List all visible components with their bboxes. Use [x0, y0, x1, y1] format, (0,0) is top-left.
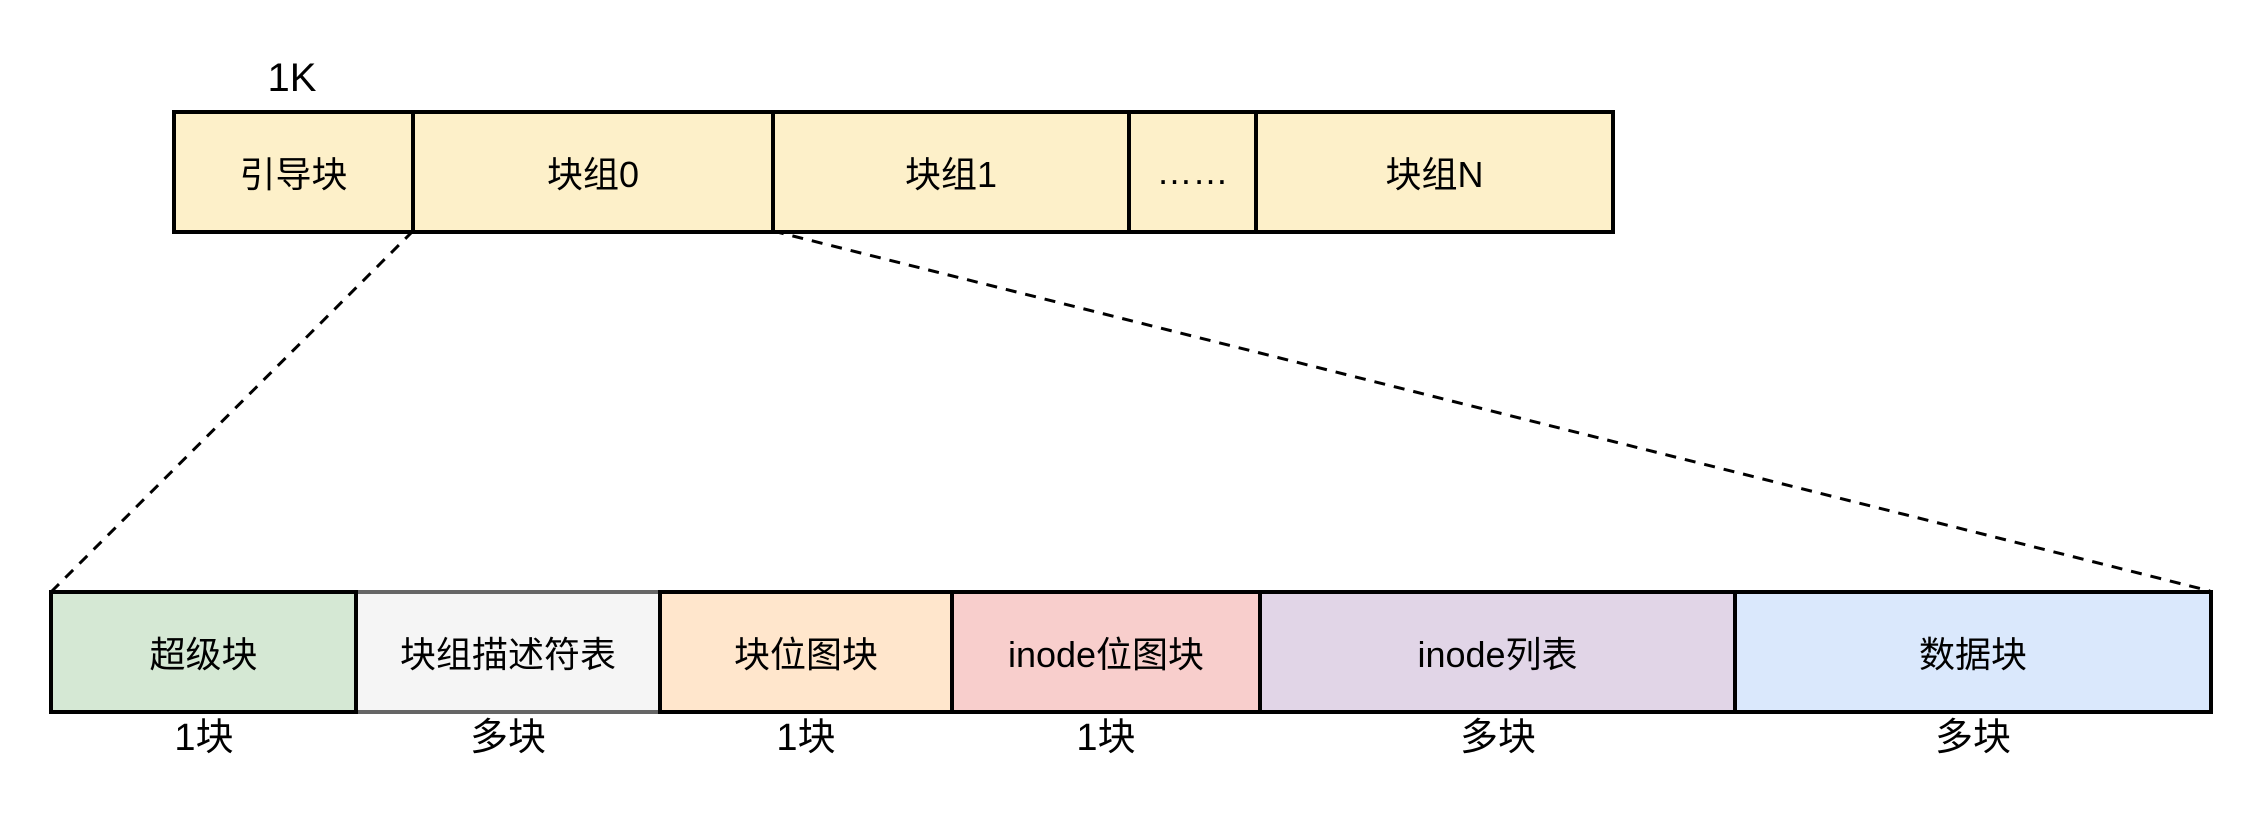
cell-group-descriptor-table: 块组描述符表 [354, 590, 662, 714]
cell-block-group-ellipsis: …… [1127, 110, 1258, 234]
cell-block-group-n: 块组N [1254, 110, 1615, 234]
cell-label: 块组1 [904, 154, 998, 195]
cell-label: 块位图块 [733, 634, 878, 675]
cell-inode-table: inode列表 [1258, 590, 1737, 714]
cell-boot-block: 引导块 [172, 110, 415, 234]
cell-block-bitmap: 块位图块 [658, 590, 954, 714]
cell-label: 数据块 [1918, 634, 2027, 675]
cell-label: inode列表 [1417, 634, 1578, 675]
boot-block-size-label: 1K [267, 56, 317, 100]
cell-label: 块组描述符表 [399, 634, 616, 675]
count-label-block-bitmap: 1块 [776, 717, 836, 759]
count-label-group-descriptor-table: 多块 [469, 717, 547, 759]
count-label-inode-table: 多块 [1459, 717, 1537, 759]
expansion-line-left [50, 229, 415, 593]
block-group-detail-bar: 超级块 块组描述符表 块位图块 inode位图块 inode列表 数据块 [49, 590, 2213, 714]
count-label-inode-bitmap: 1块 [1076, 717, 1136, 759]
cell-label: 块组N [1385, 154, 1484, 195]
cell-label: inode位图块 [1007, 634, 1205, 675]
cell-label: 块组0 [546, 154, 640, 195]
disk-layout-bar: 引导块 块组0 块组1 …… 块组N [172, 110, 1615, 234]
cell-block-group-1: 块组1 [771, 110, 1131, 234]
cell-block-group-0: 块组0 [411, 110, 775, 234]
cell-label: 超级块 [149, 634, 258, 675]
cell-data-blocks: 数据块 [1733, 590, 2213, 714]
cell-inode-bitmap: inode位图块 [950, 590, 1262, 714]
count-label-data-blocks: 多块 [1934, 717, 2012, 759]
cell-super-block: 超级块 [49, 590, 358, 714]
count-label-super-block: 1块 [174, 717, 234, 759]
cell-label: …… [1156, 151, 1229, 192]
expansion-line-right [772, 229, 2211, 593]
cell-label: 引导块 [239, 154, 348, 195]
